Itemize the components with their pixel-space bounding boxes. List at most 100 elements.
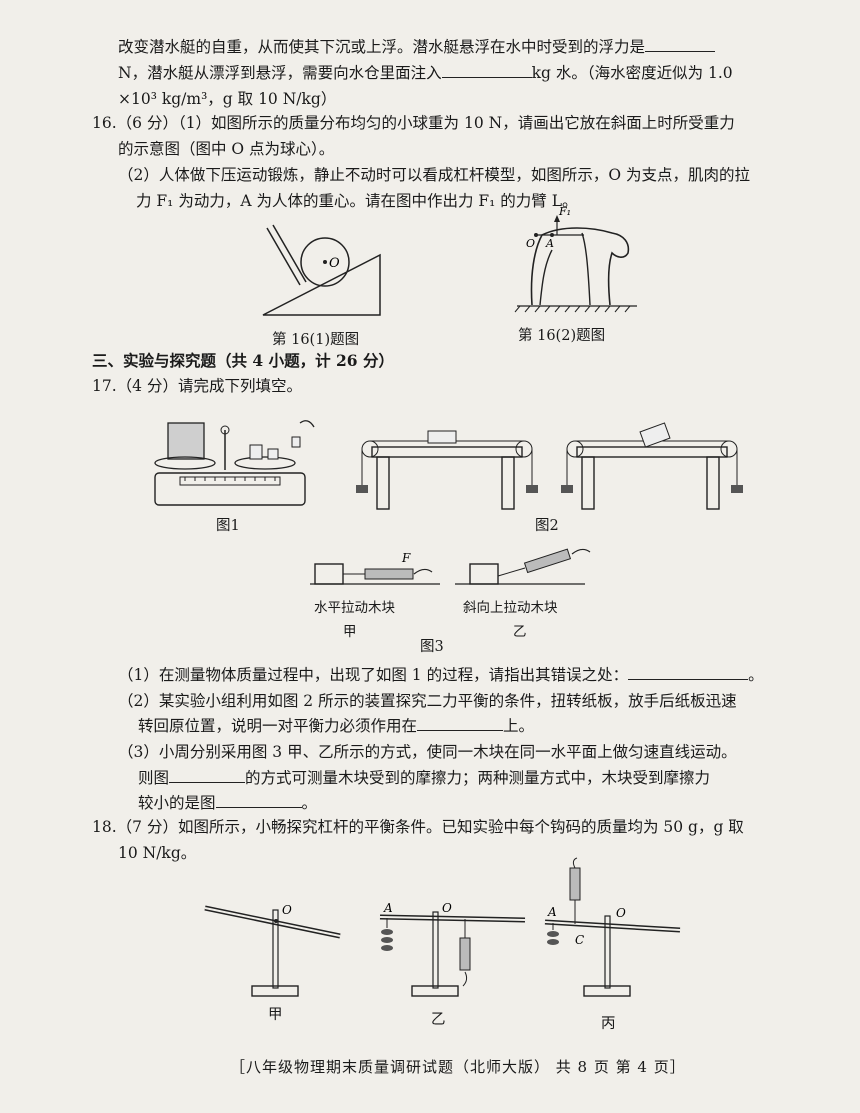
pulley <box>720 440 738 458</box>
fig2-caption: 图2 <box>535 518 559 534</box>
table-right <box>561 422 743 510</box>
hand <box>462 971 468 987</box>
lever-b-label: 乙 <box>431 1012 446 1028</box>
q15-line2: N，潜水艇从漂浮到悬浮，需要向水仓里面注入 kg 水。（海水密度近似为 1.0 <box>118 62 733 84</box>
weight <box>731 485 743 493</box>
friction-figure: F <box>310 548 591 585</box>
q16-line1: 16.（6 分）（1）如图所示的质量分布均匀的小球重为 10 N，请画出它放在斜… <box>92 114 735 132</box>
left-pan <box>154 456 216 470</box>
fig3a-label: 甲 <box>343 624 357 640</box>
q15-text: N，潜水艇从漂浮到悬浮，需要向水仓里面注入 <box>118 64 442 82</box>
weight <box>526 485 538 493</box>
incline <box>262 253 381 316</box>
q17-part1: （1）在测量物体质量过程中，出现了如图 1 的过程，请指出其错误之处：。 <box>118 664 764 684</box>
answer-blank[interactable] <box>215 792 302 808</box>
body-outline <box>530 227 630 306</box>
q17-intro: 17.（4 分）请完成下列填空。 <box>92 377 302 395</box>
lever-c-label: 丙 <box>601 1016 616 1032</box>
q17-part3a: （3）小周分别采用图 3 甲、乙所示的方式，使同一木块在同一水平面上做匀速直线运… <box>118 743 737 761</box>
weight <box>291 436 301 448</box>
two-force-balance-figure <box>356 422 743 510</box>
page-footer: ［八年级物理期末质量调研试题（北师大版） 共 8 页 第 4 页］ <box>230 1058 686 1076</box>
pulley <box>515 440 533 458</box>
label-o: O <box>526 237 535 250</box>
weight <box>267 448 279 460</box>
hook-weight <box>381 937 393 943</box>
label-a: A <box>545 237 554 250</box>
hand <box>299 420 315 428</box>
beaker <box>167 422 205 460</box>
scale-base <box>154 472 306 506</box>
hand <box>571 548 591 555</box>
lever-a: O <box>204 903 341 997</box>
lever-a-label: 甲 <box>268 1007 283 1023</box>
q15-line1: 改变潜水艇的自重，从而使其下沉或上浮。潜水艇悬浮在水中时受到的浮力是 <box>118 36 716 58</box>
fig16-1-caption: 第 16(1)题图 <box>272 332 360 348</box>
hand <box>572 857 578 869</box>
wood-block <box>314 563 344 585</box>
label-f1: F₁ <box>558 205 571 218</box>
fig3b-label: 乙 <box>513 624 527 640</box>
pulley <box>361 440 379 458</box>
q17-part2b: 转回原位置，说明一对平衡力必须作用在上。 <box>138 715 535 735</box>
leg <box>539 249 553 306</box>
gravity-point <box>550 233 554 237</box>
lever-c: A C O <box>544 857 681 997</box>
fig1-caption: 图1 <box>216 518 240 534</box>
label-a: A <box>547 905 557 919</box>
q17-part3b: 则图的方式可测量木块受到的摩擦力；两种测量方式中，木块受到摩擦力 <box>138 767 711 787</box>
right-pan <box>234 456 296 470</box>
hand <box>413 568 433 575</box>
wood-block <box>469 563 499 585</box>
q16-line4: 力 F₁ 为动力，A 为人体的重心。请在图中作出力 F₁ 的力臂 L。 <box>136 192 578 210</box>
hook-weight <box>547 939 559 945</box>
fig3a-text: 水平拉动木块 <box>314 600 395 616</box>
pulley <box>566 440 584 458</box>
q17-part3c: 较小的是图。 <box>138 792 318 812</box>
ground-hatch <box>514 305 631 313</box>
q15-text: 改变潜水艇的自重，从而使其下沉或上浮。潜水艇悬浮在水中时受到的浮力是 <box>118 38 646 56</box>
label-c: C <box>575 933 584 947</box>
q16-line2: 的示意图（图中 O 点为球心）。 <box>118 140 335 158</box>
spring-scale <box>459 937 471 971</box>
ball <box>300 237 350 287</box>
q16-line3: （2）人体做下压运动锻炼，静止不动时可以看成杠杆模型，如图所示，O 为支点，肌肉… <box>118 166 750 184</box>
pushup-body-figure: F₁ O A <box>514 205 637 313</box>
label-o: O <box>616 906 626 920</box>
lever-b: A O <box>379 901 526 997</box>
balance-scale-figure <box>154 420 315 506</box>
cardboard <box>427 430 457 444</box>
section-header: 三、实验与探究题（共 4 小题，计 26 分） <box>92 351 394 370</box>
board <box>272 224 307 283</box>
label-o: O <box>282 903 292 917</box>
hook-weight <box>381 929 393 935</box>
answer-blank[interactable] <box>441 62 532 78</box>
lever-figures: O A O A C <box>204 857 681 997</box>
ruler <box>179 476 281 486</box>
answer-blank[interactable] <box>628 664 749 680</box>
pivot <box>220 425 230 435</box>
hook-weight <box>381 945 393 951</box>
weight <box>249 444 263 460</box>
force-arrowhead <box>554 215 560 222</box>
weight <box>356 485 368 493</box>
fig3b-text: 斜向上拉动木块 <box>463 600 558 616</box>
q18-line1: 18.（7 分）如图所示，小畅探究杠杆的平衡条件。已知实验中每个钩码的质量均为 … <box>92 818 744 836</box>
cardboard-twisted <box>639 422 671 448</box>
weight <box>561 485 573 493</box>
label-a: A <box>383 901 393 915</box>
board <box>266 227 301 286</box>
answer-blank[interactable] <box>645 36 716 52</box>
answer-blank[interactable] <box>169 767 246 783</box>
incline-ball-figure: O <box>262 224 381 316</box>
fig3-caption: 图3 <box>420 639 444 655</box>
label-o: O <box>442 901 452 915</box>
table-left <box>356 430 538 510</box>
hook-weight <box>547 931 559 937</box>
q18-line2: 10 N/kg。 <box>118 844 197 862</box>
answer-blank[interactable] <box>417 715 504 731</box>
ball-center <box>323 260 327 264</box>
spring-scale <box>364 568 414 580</box>
q15-text: kg 水。（海水密度近似为 1.0 <box>531 64 733 82</box>
